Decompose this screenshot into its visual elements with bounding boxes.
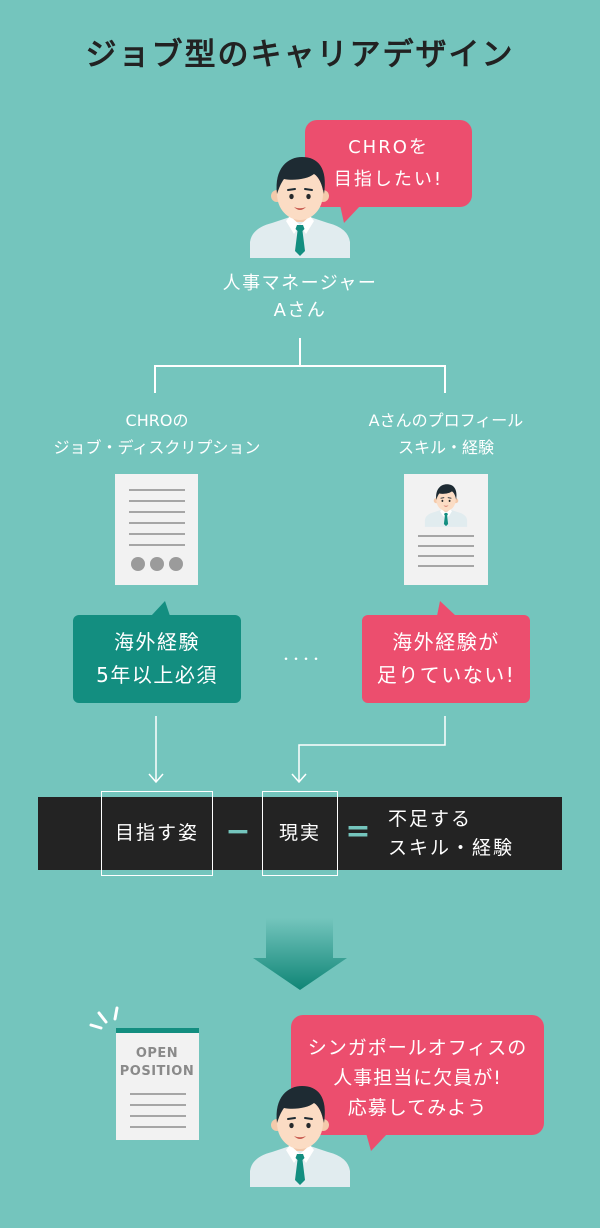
document-text-lines — [418, 535, 474, 567]
attention-burst-icon — [89, 1006, 119, 1030]
burst-stroke — [113, 1006, 119, 1021]
person-figure — [250, 157, 350, 258]
speech-line: シンガポールオフィスの — [307, 1037, 528, 1059]
speech-line: CHROを — [348, 137, 429, 158]
gap-callout-pointer — [437, 601, 456, 616]
dot — [169, 557, 183, 571]
document-dots — [131, 557, 183, 571]
down-arrow-icon — [253, 918, 347, 990]
org-tree-connector — [154, 338, 446, 393]
connector-dots: ・・・・ — [279, 652, 322, 666]
requirement-callout-pointer — [151, 601, 170, 616]
dot — [131, 557, 145, 571]
result-line: スキル・経験 — [388, 837, 515, 859]
arrow-line-right — [298, 716, 446, 782]
document-header-bar — [116, 1028, 199, 1033]
equation-band — [38, 797, 562, 870]
manager-avatar-icon — [248, 152, 352, 258]
manager-avatar-icon — [248, 1081, 352, 1187]
speech-line: 応募してみよう — [347, 1097, 488, 1119]
callout-line: 海外経験が — [392, 630, 500, 654]
speech-bubble-tail — [366, 1133, 388, 1151]
equation-result: 不足する スキル・経験 — [388, 805, 514, 863]
flow-arrows — [148, 716, 446, 784]
callout-line: 足りていない! — [376, 663, 516, 687]
label-line: スキル・経験 — [397, 438, 494, 457]
doc-line: OPEN — [135, 1046, 179, 1061]
equals-sign: = — [345, 814, 371, 849]
manager-speech-bubble: CHROを 目指したい! — [305, 120, 472, 207]
profile-document-icon — [404, 474, 488, 585]
arrow-head-left — [148, 773, 164, 784]
arrow-head-right — [291, 773, 307, 784]
requirement-callout: 海外経験 5年以上必須 — [73, 615, 241, 703]
label-line: ジョブ・ディスクリプション — [53, 438, 261, 457]
dot — [150, 557, 164, 571]
job-description-document-icon — [115, 474, 198, 585]
job-description-label: CHROの ジョブ・ディスクリプション — [7, 407, 307, 461]
gap-callout: 海外経験が 足りていない! — [362, 615, 530, 703]
document-sheet — [116, 1028, 199, 1140]
manager-role: 人事マネージャー — [222, 273, 378, 294]
label-line: CHROの — [125, 411, 189, 430]
document-text-lines — [130, 1093, 186, 1128]
open-position-document-icon — [116, 1028, 199, 1140]
opening-speech-bubble: シンガポールオフィスの 人事担当に欠員が! 応募してみよう — [291, 1015, 544, 1135]
equation-reality-box: 現実 — [262, 791, 338, 876]
open-position-label: OPEN POSITION — [107, 1045, 207, 1081]
profile-label: Aさんのプロフィール スキル・経験 — [326, 407, 566, 461]
burst-stroke — [89, 1023, 103, 1030]
burst-stroke — [97, 1011, 108, 1024]
speech-line: 人事担当に欠員が! — [333, 1067, 502, 1089]
callout-line: 5年以上必須 — [96, 663, 218, 687]
manager-person: Aさん — [273, 300, 327, 321]
result-line: 不足する — [388, 808, 473, 830]
minus-sign: − — [225, 814, 251, 849]
speech-line: 目指したい! — [333, 169, 444, 190]
manager-name: 人事マネージャー Aさん — [190, 270, 410, 324]
person-figure — [250, 1086, 350, 1187]
callout-line: 海外経験 — [114, 630, 200, 654]
doc-line: POSITION — [119, 1064, 195, 1079]
equation-target-box: 目指す姿 — [101, 791, 213, 876]
speech-bubble-tail — [340, 205, 361, 223]
page-title: ジョブ型のキャリアデザイン — [85, 37, 515, 73]
document-text-lines — [129, 489, 185, 546]
label-line: Aさんのプロフィール — [368, 411, 524, 430]
